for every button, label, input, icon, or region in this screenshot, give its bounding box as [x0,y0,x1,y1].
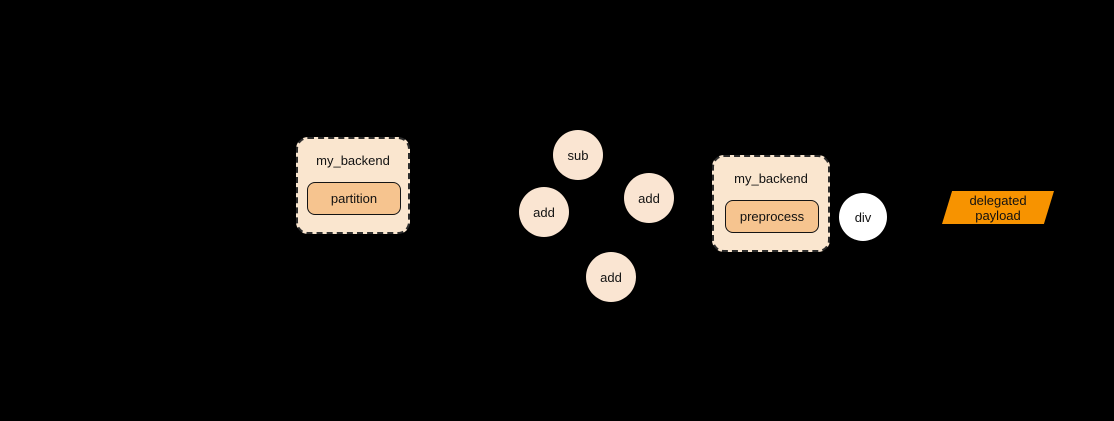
op-node-add-right: add [624,173,674,223]
preprocess-node: preprocess [725,200,819,233]
backend-group-partition: my_backend partition [296,137,410,234]
delegated-payload-parallelogram: delegated payload [942,191,1054,224]
backend-group-preprocess: my_backend preprocess [712,155,830,252]
op-node-sub: sub [553,130,603,180]
backend-group-title: my_backend [734,171,808,186]
partition-node: partition [307,182,401,215]
op-node-add-left: add [519,187,569,237]
backend-group-title: my_backend [316,153,390,168]
delegated-payload-line2: payload [975,207,1021,223]
delegated-payload-line1: delegated [969,192,1027,208]
op-node-div: div [839,193,887,241]
op-node-add-bottom: add [586,252,636,302]
